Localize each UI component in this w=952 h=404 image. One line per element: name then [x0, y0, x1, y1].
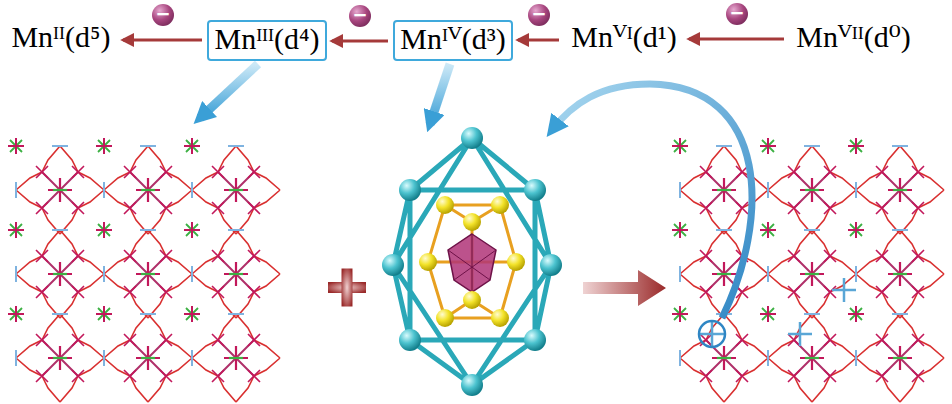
pointer-arrow [430, 64, 450, 124]
pointer-arrow [552, 84, 752, 318]
host-lattice [8, 138, 280, 402]
reaction-arrow [583, 270, 666, 306]
reduction-arrow [332, 40, 388, 43]
plus-sign [328, 269, 366, 307]
species-formula: Mnⱽᴵᴵ(d⁰) [791, 20, 916, 55]
oxidation-state-box: Mnᴵⱽ(d³) [393, 20, 513, 61]
oxidation-state-box: Mnᴵᴵᴵ(d⁴) [207, 20, 327, 61]
species-formula: Mnᴵᴵᴵ(d⁴) [209, 22, 325, 57]
oxidation-state-label: Mnᴵᴵ(d⁵) [4, 18, 118, 59]
electron-symbol: − [349, 5, 371, 27]
electron-symbol: − [528, 4, 550, 26]
oxidation-state-label: Mnⱽᴵ(d¹) [564, 18, 684, 59]
reduction-arrow [518, 39, 559, 42]
electron-symbol: − [726, 3, 748, 25]
cluster [382, 127, 562, 396]
species-formula: Mnⱽᴵ(d¹) [566, 20, 682, 55]
species-formula: Mnᴵⱽ(d³) [395, 22, 511, 57]
product-lattice [672, 138, 944, 402]
pointer-arrow [200, 64, 258, 118]
reduction-arrow [689, 38, 784, 41]
reduction-arrow [123, 39, 202, 42]
oxidation-state-label: Mnⱽᴵᴵ(d⁰) [789, 18, 918, 59]
electron-symbol: − [152, 4, 174, 26]
species-formula: Mnᴵᴵ(d⁵) [6, 20, 116, 55]
